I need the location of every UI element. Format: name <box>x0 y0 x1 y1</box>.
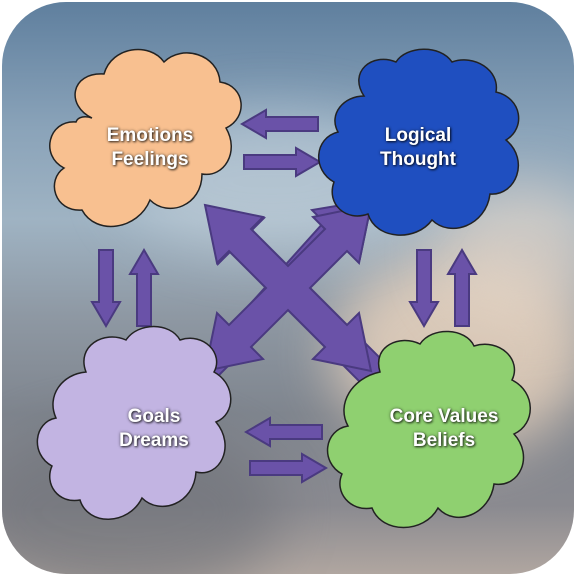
cloud-core <box>326 330 531 529</box>
label-emotions-line1: Emotions <box>106 125 194 146</box>
label-logical: Logical Thought <box>318 124 518 172</box>
label-core: Core Values Beliefs <box>344 405 544 453</box>
arrow-up-right <box>446 248 478 327</box>
arrow-up-left <box>128 248 160 327</box>
arrow-down-right <box>408 249 440 328</box>
cloud-goals <box>36 325 232 520</box>
label-goals-line1: Goals <box>127 406 181 427</box>
label-core-line2: Beliefs <box>412 430 476 451</box>
label-logical-line2: Thought <box>380 149 456 170</box>
clouds <box>36 48 531 529</box>
cloud-emotions <box>49 48 242 228</box>
label-goals: Goals Dreams <box>54 405 254 453</box>
label-logical-line1: Logical <box>384 125 452 146</box>
cloud-logical <box>318 48 520 236</box>
cross-arrow-shape <box>203 203 373 373</box>
label-goals-line2: Dreams <box>119 430 189 451</box>
cloud-logical-shape <box>318 48 520 236</box>
label-core-line1: Core Values <box>389 406 499 427</box>
label-emotions: Emotions Feelings <box>50 124 250 172</box>
arrow-left-top <box>240 108 319 140</box>
arrow-right-bottom <box>249 452 328 484</box>
arrow-right-top <box>243 146 322 178</box>
arrow-down-left <box>90 249 122 328</box>
cloud-goals-shape <box>36 325 232 520</box>
label-emotions-line2: Feelings <box>111 149 189 170</box>
pair-arrows <box>90 108 478 484</box>
arrow-left-bottom <box>244 416 323 448</box>
cloud-emotions-shape <box>49 48 242 228</box>
cross-arrows <box>189 198 399 399</box>
cloud-core-shape <box>326 330 531 529</box>
